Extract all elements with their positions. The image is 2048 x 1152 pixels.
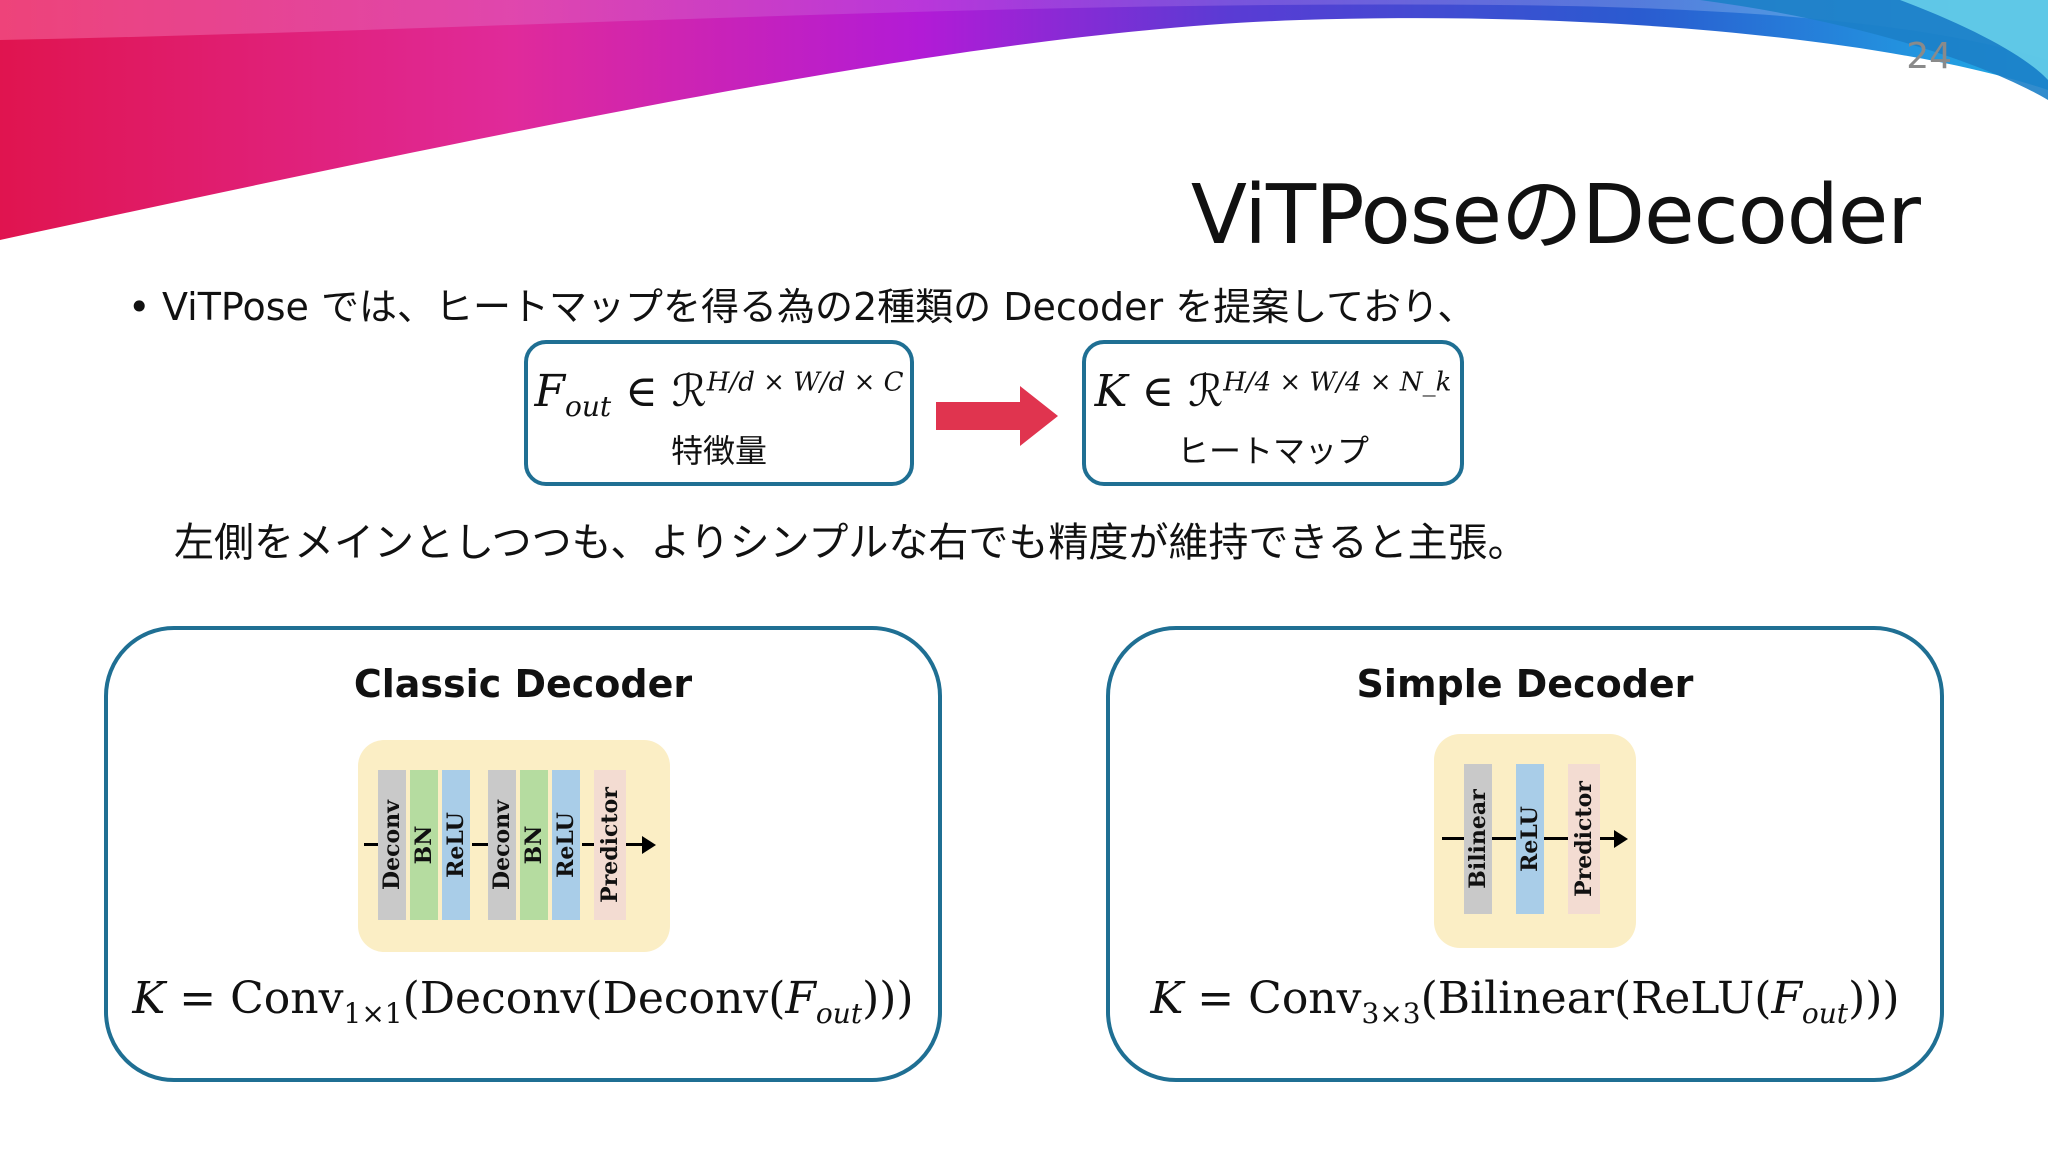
feature-formula-box: Fout ∈ ℛH/d × W/d × C 特徴量 bbox=[524, 340, 914, 486]
decorative-ribbon bbox=[0, 0, 2048, 240]
layer-relu-1: ReLU bbox=[442, 770, 470, 920]
claim-text: 左側をメインとしつつも、よりシンプルな右でも精度が維持できると主張。 bbox=[174, 520, 1528, 566]
bullet-text: ViTPose では、ヒートマップを得る為の2種類の Decoder を提案して… bbox=[162, 285, 1476, 329]
heatmap-label: ヒートマップ bbox=[1176, 432, 1369, 470]
simple-equation: K = Conv3×3(Bilinear(ReLU(Fout))) bbox=[1150, 973, 1900, 1030]
heatmap-formula-lhs: K bbox=[1094, 366, 1128, 417]
classic-decoder-panel: Classic Decoder Deconv BN ReLU Deconv BN… bbox=[104, 626, 942, 1082]
simple-decoder-title: Simple Decoder bbox=[1356, 662, 1694, 706]
right-arrow-icon bbox=[936, 386, 1058, 446]
heatmap-formula: K ∈ ℛH/4 × W/4 × N_k bbox=[1086, 366, 1460, 417]
heatmap-formula-box: K ∈ ℛH/4 × W/4 × N_k ヒートマップ bbox=[1082, 340, 1464, 486]
classic-decoder-title: Classic Decoder bbox=[353, 662, 693, 706]
classic-equation: K = Conv1×1(Deconv(Deconv(Fout))) bbox=[132, 973, 914, 1030]
simple-architecture-diagram: Bilinear ReLU Predictor bbox=[1434, 734, 1636, 948]
layer-deconv-1: Deconv bbox=[378, 770, 406, 920]
connector bbox=[364, 843, 378, 846]
layer-deconv-2: Deconv bbox=[488, 770, 516, 920]
output-arrowhead-icon bbox=[642, 836, 656, 854]
connector bbox=[1492, 837, 1516, 840]
layer-predictor: Predictor bbox=[594, 770, 626, 920]
layer-bn-2: BN bbox=[520, 770, 548, 920]
feature-formula-lhs: F bbox=[534, 366, 565, 417]
layer-relu: ReLU bbox=[1516, 764, 1544, 914]
bullet-symbol: • bbox=[128, 285, 151, 329]
feature-formula-sub: out bbox=[564, 389, 612, 423]
heatmap-formula-rel: ∈ ℛ bbox=[1127, 366, 1224, 417]
output-arrow bbox=[1600, 837, 1616, 840]
feature-label: 特徴量 bbox=[670, 432, 767, 470]
connector bbox=[472, 843, 488, 846]
connector bbox=[1442, 837, 1464, 840]
feature-formula-rel: ∈ ℛ bbox=[611, 366, 707, 417]
connector bbox=[1544, 837, 1568, 840]
layer-predictor: Predictor bbox=[1568, 764, 1600, 914]
layer-bilinear: Bilinear bbox=[1464, 764, 1492, 914]
layer-relu-2: ReLU bbox=[552, 770, 580, 920]
slide-title: ViTPoseのDecoder bbox=[1190, 168, 1921, 263]
feature-formula: Fout ∈ ℛH/d × W/d × C bbox=[528, 366, 910, 423]
heatmap-formula-exp: H/4 × W/4 × N_k bbox=[1223, 367, 1452, 398]
bullet-item: •ViTPose では、ヒートマップを得る為の2種類の Decoder を提案し… bbox=[128, 276, 1475, 331]
classic-architecture-diagram: Deconv BN ReLU Deconv BN ReLU Predictor bbox=[358, 740, 670, 952]
slide-number: 24 bbox=[1906, 36, 1952, 77]
layer-bn-1: BN bbox=[410, 770, 438, 920]
feature-formula-exp: H/d × W/d × C bbox=[706, 367, 904, 398]
connector bbox=[582, 843, 594, 846]
output-arrowhead-icon bbox=[1614, 830, 1628, 848]
simple-decoder-panel: Simple Decoder Bilinear ReLU Predictor K… bbox=[1106, 626, 1944, 1082]
output-arrow bbox=[626, 843, 644, 846]
